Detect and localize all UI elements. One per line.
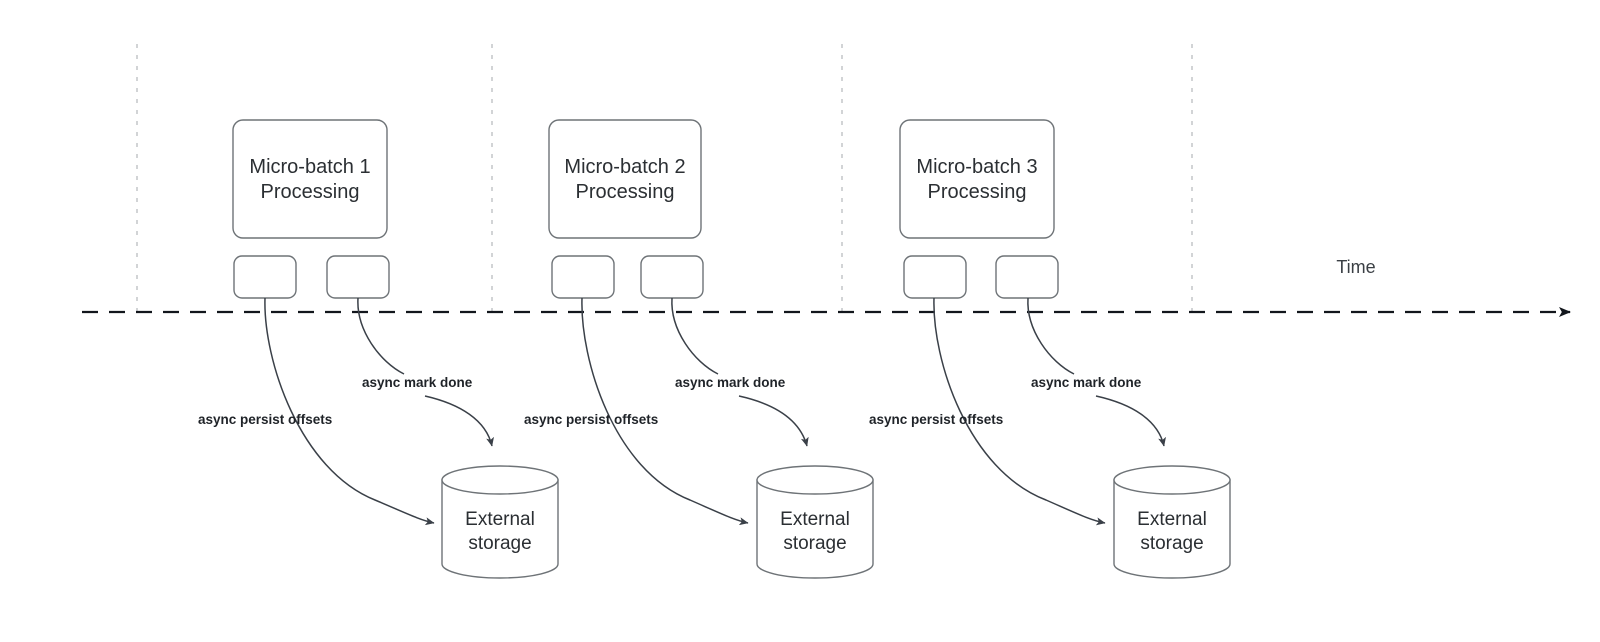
edge-async-persist-offsets-1-path: [264, 297, 435, 526]
processing-box-subtitle-1: Processing: [261, 181, 360, 203]
edge-async-mark-done-2-label: async mark done: [675, 375, 786, 390]
time-axis-label: Time: [1336, 257, 1375, 277]
edge-async-mark-done-1-label: async mark done: [362, 375, 473, 390]
processing-box-title-2: Micro-batch 2: [564, 156, 685, 178]
batches-group: Micro-batch 1 Processing async persist off…: [198, 119, 1231, 579]
edge-async-mark-done-2-path: [738, 395, 809, 447]
edge-async-persist-offsets-1-label: async persist offsets: [198, 412, 332, 427]
cylinder-label-line1-3: External: [1137, 509, 1207, 530]
task-box-persist-2[interactable]: [551, 255, 615, 299]
processing-box-subtitle-3: Processing: [928, 181, 1027, 203]
cylinder-top-2: [756, 465, 874, 495]
cylinder-label-line2-2: storage: [783, 533, 846, 554]
boundary-lines-group: [136, 44, 1193, 314]
cylinder-body-2: [756, 479, 874, 579]
edge-async-mark-done-3-path: [1027, 297, 1075, 375]
edge-async-mark-done-3-label: async mark done: [1031, 375, 1142, 390]
task-box-persist-1[interactable]: [233, 255, 297, 299]
edge-async-mark-done-1-path: [424, 395, 494, 447]
task-box-persist-3[interactable]: [903, 255, 967, 299]
cylinder-label-line1-2: External: [780, 509, 850, 530]
processing-box-title-1: Micro-batch 1: [249, 156, 370, 178]
cylinder-label-line1-1: External: [465, 509, 535, 530]
cylinder-top-3: [1113, 465, 1231, 495]
batch-group-2: Micro-batch 2 Processing async persist off…: [524, 119, 874, 579]
cylinder-top-1: [441, 465, 559, 495]
edge-async-persist-offsets-2-label: async persist offsets: [524, 412, 658, 427]
batch-group-3: Micro-batch 3 Processing async persist off…: [869, 119, 1231, 579]
cylinder-body-3: [1113, 479, 1231, 579]
cylinder-body-1: [441, 479, 559, 579]
cylinder-label-line2-3: storage: [1140, 533, 1203, 554]
edge-async-persist-offsets-3-path: [933, 297, 1106, 526]
external-storage-3[interactable]: External storage: [1113, 465, 1231, 579]
processing-box-2[interactable]: [548, 119, 702, 239]
processing-box-subtitle-2: Processing: [576, 181, 675, 203]
edge-async-mark-done-2-path: [671, 297, 719, 375]
batch-group-1: Micro-batch 1 Processing async persist off…: [198, 119, 559, 579]
time-axis-group: Time: [82, 257, 1571, 317]
edge-async-persist-offsets-3-label: async persist offsets: [869, 412, 1003, 427]
external-storage-1[interactable]: External storage: [441, 465, 559, 579]
processing-box-title-3: Micro-batch 3: [916, 156, 1037, 178]
processing-box-1[interactable]: [232, 119, 388, 239]
processing-box-3[interactable]: [899, 119, 1055, 239]
task-box-markdone-2[interactable]: [640, 255, 704, 299]
task-box-markdone-3[interactable]: [995, 255, 1059, 299]
edge-async-mark-done-1-path: [357, 297, 405, 375]
edge-async-mark-done-3-path: [1095, 395, 1166, 447]
edge-async-persist-offsets-2-path: [581, 297, 749, 526]
cylinder-label-line2-1: storage: [468, 533, 531, 554]
external-storage-2[interactable]: External storage: [756, 465, 874, 579]
task-box-markdone-1[interactable]: [326, 255, 390, 299]
